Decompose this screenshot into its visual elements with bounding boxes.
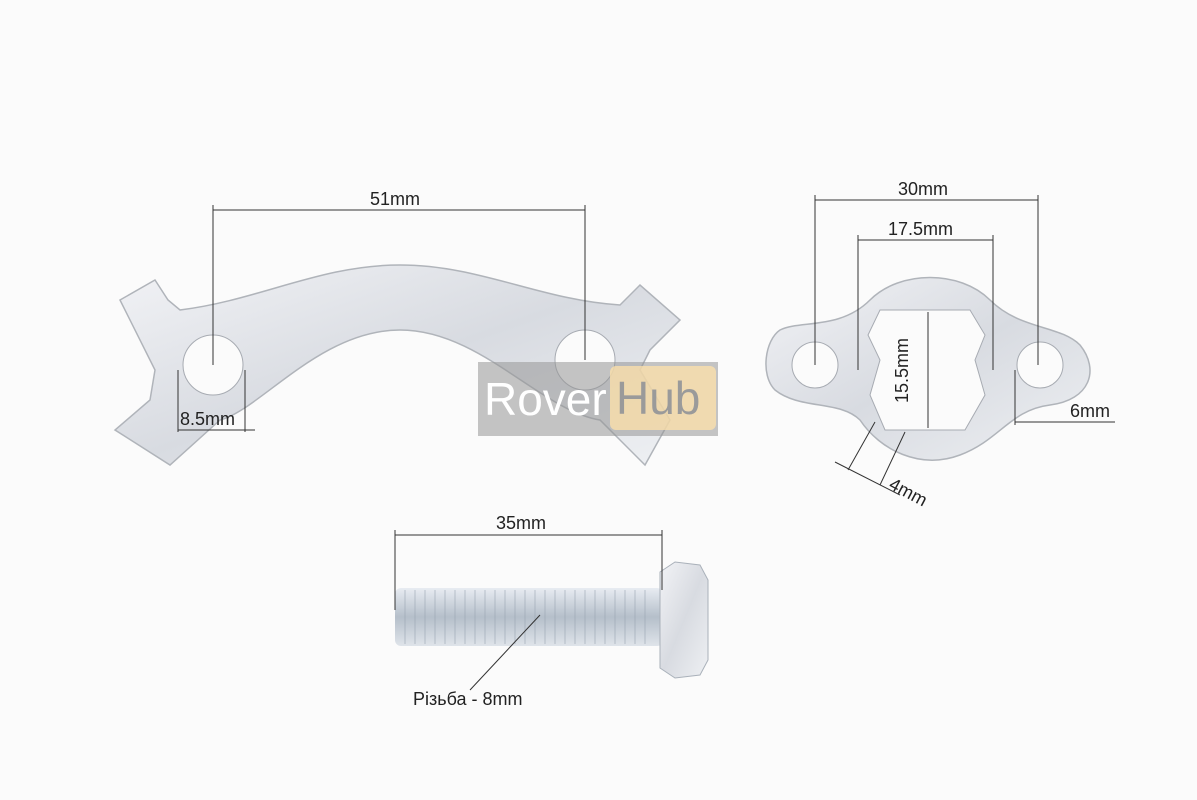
dimension-label: 17.5mm <box>888 219 954 239</box>
watermark-text: Rover <box>484 373 607 425</box>
dimension-label: 6mm <box>1070 401 1110 421</box>
watermark-logo: Rover Hub <box>478 362 718 436</box>
bolt-thread <box>395 588 663 646</box>
dimension-label: 30mm <box>898 179 949 199</box>
dimension-label: Різьба - 8mm <box>413 689 523 709</box>
dimension-label: 51mm <box>370 189 421 209</box>
watermark-text: Hub <box>610 366 716 430</box>
dimension-label: 15.5mm <box>892 337 913 404</box>
bolt-head <box>659 561 709 679</box>
dimension-label: 8.5mm <box>180 409 236 429</box>
dimension-label: 35mm <box>496 513 547 533</box>
